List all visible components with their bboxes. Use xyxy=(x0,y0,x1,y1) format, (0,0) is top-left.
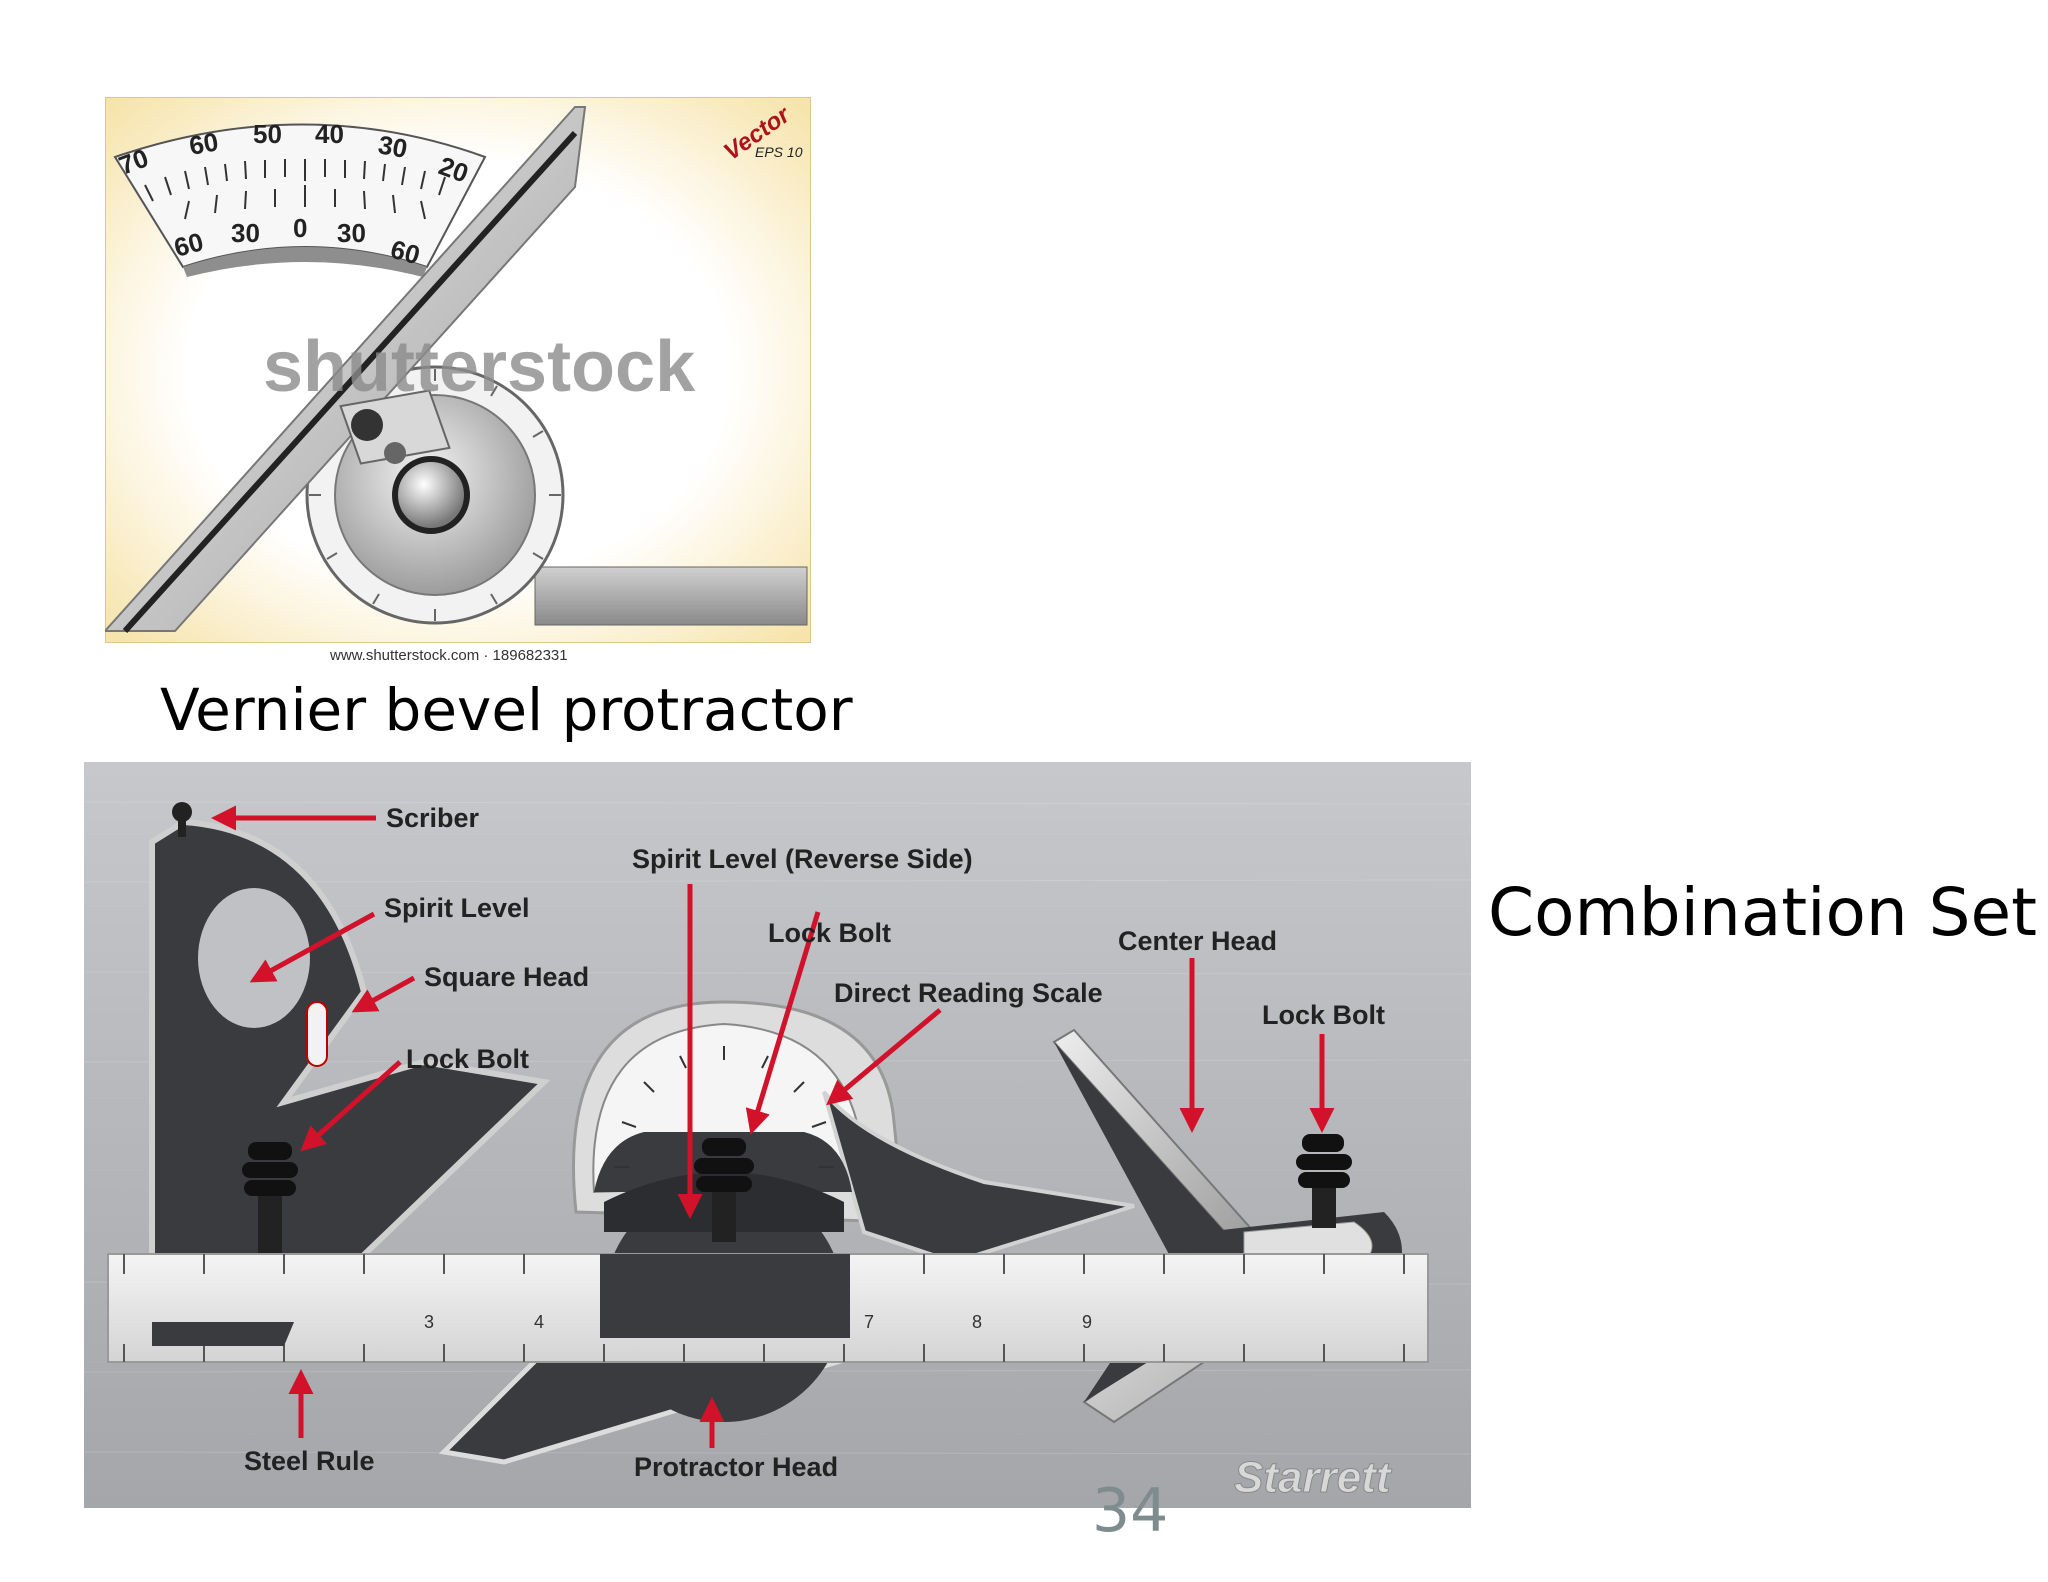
watermark: shutterstock xyxy=(263,327,696,407)
page-number: 34 xyxy=(1092,1476,1169,1546)
protractor-blade xyxy=(105,106,587,632)
scale-label: 60 xyxy=(187,126,221,161)
vernier-label: 30 xyxy=(337,218,366,248)
label-protractor-head: Protractor Head xyxy=(634,1452,838,1482)
label-spirit-level: Spirit Level xyxy=(384,893,530,923)
brand-mark: Starrett xyxy=(1234,1453,1393,1502)
protractor-base xyxy=(534,566,808,626)
scale-label: 50 xyxy=(253,119,282,149)
label-direct-reading-scale: Direct Reading Scale xyxy=(834,978,1103,1008)
combination-set-image: 3 4 5 6 7 8 9 Scriber Spirit Level Squar… xyxy=(84,762,1471,1508)
label-lock-bolt-right: Lock Bolt xyxy=(1262,1000,1385,1030)
image-source-line: www.shutterstock.com · 189682331 xyxy=(330,647,568,664)
scale-ticks xyxy=(144,159,446,220)
protractor-caption: Vernier bevel protractor xyxy=(160,676,853,744)
vernier-label: 0 xyxy=(293,213,307,243)
rule-number: 3 xyxy=(424,1312,434,1332)
label-lock-bolt-center: Lock Bolt xyxy=(768,918,891,948)
label-spirit-level-reverse: Spirit Level (Reverse Side) xyxy=(632,844,973,874)
vector-badge-subtext: EPS 10 xyxy=(755,144,803,160)
scale-label: 40 xyxy=(315,119,344,149)
vernier-label: 30 xyxy=(231,218,260,248)
rule-number: 7 xyxy=(864,1312,874,1332)
label-scriber: Scriber xyxy=(386,803,480,833)
label-center-head: Center Head xyxy=(1118,926,1277,956)
protractor-knob xyxy=(392,456,470,534)
rule-number: 8 xyxy=(972,1312,982,1332)
combination-set-caption: Combination Set xyxy=(1488,874,2038,951)
label-square-head: Square Head xyxy=(424,962,589,992)
lock-bolt-right xyxy=(1296,1134,1352,1228)
scale-label: 30 xyxy=(376,129,410,164)
label-lock-bolt-left: Lock Bolt xyxy=(406,1044,529,1074)
lock-bolt-center xyxy=(694,1138,754,1242)
rule-number: 9 xyxy=(1082,1312,1092,1332)
rule-number: 4 xyxy=(534,1312,544,1332)
label-steel-rule: Steel Rule xyxy=(244,1446,375,1476)
vernier-protractor-image: 70 60 50 40 30 20 60 30 0 30 60 Vector E… xyxy=(105,97,811,643)
